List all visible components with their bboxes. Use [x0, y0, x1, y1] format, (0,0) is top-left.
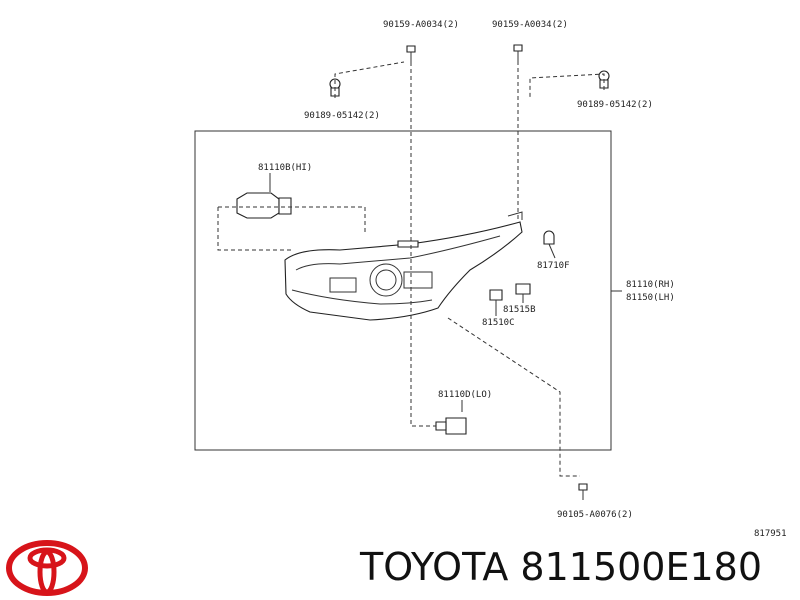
bulb-side: 81710F — [537, 230, 570, 271]
screw-bottom: 90105-A0076(2) — [557, 483, 633, 520]
clip-left: 90189-05142(2) — [304, 78, 380, 121]
diagram-id: 817951 — [754, 529, 787, 539]
toyota-logo — [6, 540, 88, 596]
headlamp-housing — [284, 211, 523, 321]
label-bulb-side: 81710F — [537, 261, 570, 271]
label-socket-a: 81510C — [482, 318, 515, 328]
socket-a: 81510C — [482, 289, 515, 328]
label-screw-bottom: 90105-A0076(2) — [557, 510, 633, 520]
label-bulb-lo: 81110D(LO) — [438, 390, 492, 400]
bulb-hi: 81110B(HI) — [217, 163, 366, 251]
label-assy-rh: 81110(RH) — [626, 280, 675, 290]
screw-left-top: 90159-A0034(2) — [383, 20, 459, 62]
clip-right: 90189-05142(2) — [577, 70, 653, 110]
label-socket-b: 81515B — [503, 305, 536, 315]
screw-right-top: 90159-A0034(2) — [492, 20, 568, 61]
label-clip-right: 90189-05142(2) — [577, 100, 653, 110]
socket-b: 81515B — [503, 283, 536, 315]
label-assy-lh: 81150(LH) — [626, 293, 675, 303]
label-bulb-hi: 81110B(HI) — [258, 163, 312, 173]
label-screw-right-top: 90159-A0034(2) — [492, 20, 568, 30]
brand-part-number: TOYOTA 811500E180 — [360, 545, 763, 589]
label-clip-left: 90189-05142(2) — [304, 111, 380, 121]
label-screw-left-top: 90159-A0034(2) — [383, 20, 459, 30]
bulb-lo: 81110D(LO) — [410, 245, 492, 435]
